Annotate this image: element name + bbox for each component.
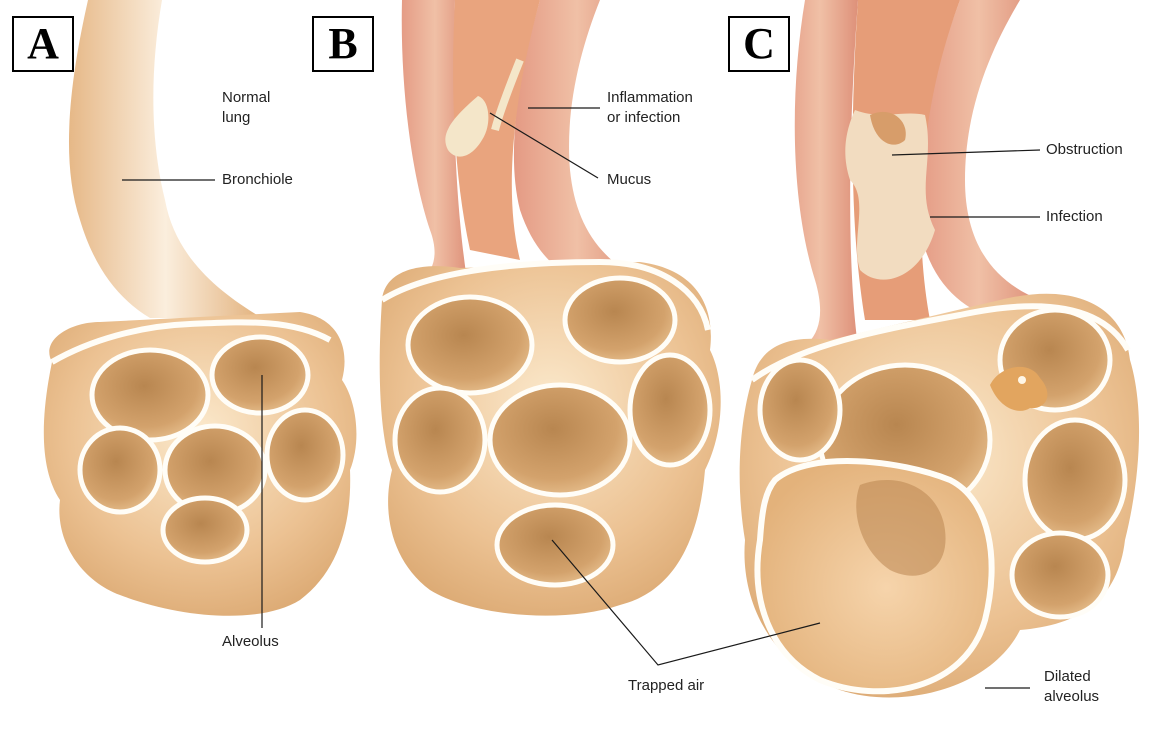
label-inflammation: Inflammation or infection [607,88,693,128]
bronchiole-tube [69,0,262,318]
label-obstruction: Obstruction [1046,140,1123,160]
label-mucus: Mucus [607,170,651,190]
alveolus-cavity [408,297,532,393]
alveolus-cavity [565,278,675,362]
alveolus-cavity [92,350,208,440]
alveolus-cavity [80,428,160,512]
panel-label-c: C [728,16,790,72]
label-alveolus: Alveolus [222,632,279,652]
label-dilated-alveolus: Dilated alveolus [1044,667,1099,707]
panel-label-b: B [312,16,374,72]
label-bronchiole: Bronchiole [222,170,293,190]
airway-wall-c [780,0,860,360]
panel-c-illustration [740,0,1139,698]
alveolus-cavity [267,410,343,500]
alveolus-cavity [490,385,630,495]
panel-label-a: A [12,16,74,72]
alveolus-cavity [1012,533,1108,617]
alveolus-cavity [163,498,247,562]
alveolus-cavity [630,355,710,465]
alveolus-cavity [760,360,840,460]
alveolus-cavity [395,388,485,492]
alveolus-cavity [1025,420,1125,540]
panel-a-illustration [44,0,357,616]
label-normal-lung: Normal lung [222,88,270,128]
label-trapped-air: Trapped air [628,676,704,696]
label-infection: Infection [1046,207,1103,227]
alveolus-cavity [497,505,613,585]
airway-wall-b [514,0,640,285]
alveolus-cavity [212,337,308,413]
